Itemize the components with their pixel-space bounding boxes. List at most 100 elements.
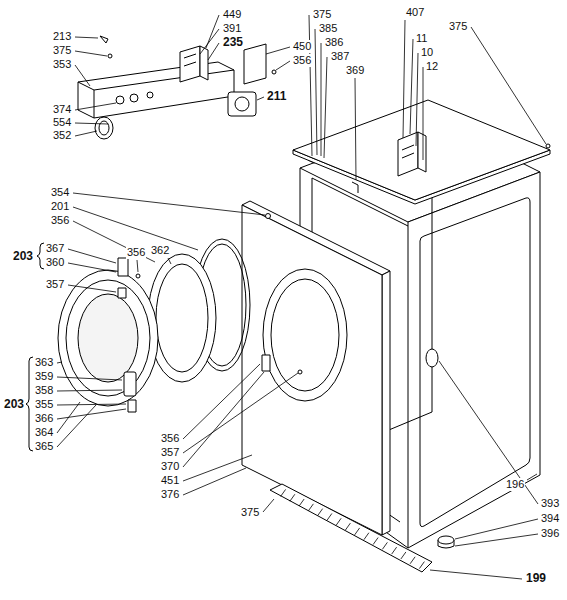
- leader-line: [423, 67, 424, 160]
- callout-number: 451: [160, 474, 180, 487]
- cover-plate: [272, 70, 276, 74]
- leader-line: [75, 123, 108, 124]
- leader-line: [183, 468, 246, 495]
- leader-line: [57, 362, 62, 363]
- leader-line: [137, 260, 138, 272]
- callout-number: 366: [34, 412, 54, 425]
- callout-number: 359: [34, 370, 54, 383]
- switch-block: [184, 54, 196, 66]
- leader-line: [57, 404, 126, 405]
- callout-number: 375: [240, 506, 260, 519]
- callout-number: 358: [34, 384, 54, 397]
- callout-number: 374: [52, 103, 72, 116]
- leader-line: [439, 361, 538, 504]
- timer: [228, 92, 256, 116]
- leader-line: [75, 65, 90, 86]
- callout-number: 353: [52, 58, 72, 71]
- grille-slot: [410, 557, 415, 564]
- grille-slot: [364, 533, 369, 540]
- leader-line: [403, 20, 405, 138]
- leader-line: [57, 405, 96, 447]
- callout-number: 357: [45, 278, 65, 291]
- callout-number: 375: [312, 8, 332, 21]
- leader-line: [430, 570, 522, 579]
- bracket: [37, 243, 44, 269]
- control-panel: [130, 94, 138, 102]
- leader-line: [410, 39, 413, 134]
- leader-line: [315, 29, 317, 155]
- callout-number: 10: [420, 46, 434, 59]
- control-panel: [78, 62, 234, 118]
- callout-number: 211: [266, 90, 287, 103]
- bracket: [26, 357, 33, 451]
- door: [136, 274, 140, 278]
- callout-number: 393: [540, 497, 560, 510]
- grille-slot: [290, 494, 295, 501]
- front-panel: [263, 269, 347, 401]
- callout-number: 354: [50, 186, 70, 199]
- hose-clip: [426, 349, 438, 367]
- grille-slot: [392, 547, 397, 554]
- switch-block: [200, 46, 208, 80]
- grille-slot: [327, 513, 332, 520]
- switch-block: [180, 46, 208, 82]
- callout-number: 385: [318, 22, 338, 35]
- grille-slot: [345, 523, 350, 530]
- leader-line: [200, 29, 219, 54]
- callout-number: 450: [292, 40, 312, 53]
- leader-line: [75, 37, 98, 38]
- door: [124, 372, 136, 396]
- control-panel: [100, 36, 108, 43]
- callout-number: 356: [292, 54, 312, 67]
- callout-number: 235: [222, 36, 244, 49]
- leader-line: [471, 27, 546, 144]
- door: [66, 280, 150, 396]
- control-panel: [99, 121, 109, 135]
- top-lid: [293, 100, 550, 204]
- callout-number: 213: [52, 30, 72, 43]
- callout-number: 396: [540, 527, 560, 540]
- leader-line: [324, 57, 327, 158]
- callout-number: 376: [160, 488, 180, 501]
- grille-slot: [401, 552, 406, 559]
- leader-line: [527, 474, 537, 480]
- callout-number: 449: [222, 8, 242, 21]
- leader-line: [73, 207, 198, 250]
- control-panel: [108, 54, 112, 58]
- callout-number: 364: [34, 426, 54, 439]
- door-inner-ring: [156, 264, 208, 372]
- control-panel: [147, 92, 153, 98]
- kick-grille: [270, 484, 432, 572]
- leader-line: [168, 258, 171, 264]
- timer: [228, 92, 256, 116]
- callout-number: 407: [405, 6, 425, 19]
- leader-line: [321, 43, 322, 156]
- control-panel: [78, 70, 234, 118]
- callout-number: 362: [150, 244, 170, 257]
- leader-line: [68, 285, 116, 292]
- callout-number: 201: [50, 200, 70, 213]
- callout-number: 355: [34, 398, 54, 411]
- leader-line: [57, 15, 546, 579]
- foot: [438, 536, 454, 544]
- leader-line: [416, 53, 418, 146]
- leader-line: [257, 97, 264, 100]
- front-panel: [266, 214, 271, 219]
- callout-number: 203: [12, 250, 34, 263]
- front-panel: [382, 271, 390, 535]
- control-panel: [95, 117, 113, 139]
- callout-number: 369: [345, 64, 365, 77]
- door: [128, 400, 136, 412]
- lid-bracket: [418, 132, 426, 172]
- callout-number: 199: [525, 572, 547, 585]
- callout-number: 370: [160, 460, 180, 473]
- leader-line: [75, 51, 107, 56]
- door-inner-ring: [148, 254, 216, 382]
- leader-line: [73, 221, 155, 262]
- switch-block: [180, 46, 200, 82]
- callout-number: 365: [34, 440, 54, 453]
- callout-number: 196: [505, 478, 525, 491]
- grille-slot: [373, 538, 378, 545]
- callout-number: 375: [52, 44, 72, 57]
